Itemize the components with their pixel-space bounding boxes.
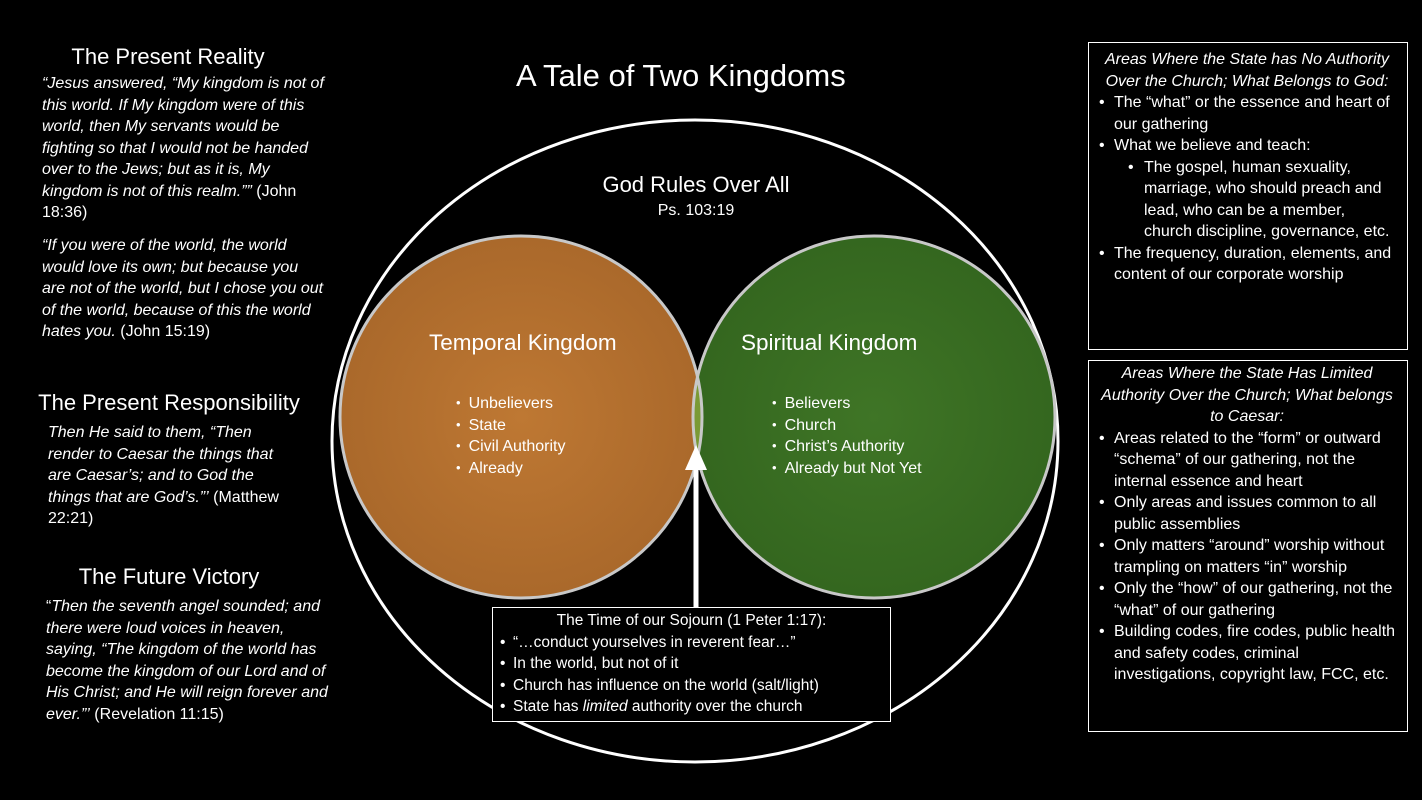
no-authority-title: Areas Where the State has No Authority O… (1105, 51, 1389, 90)
sojourn-item4-post: authority over the church (627, 698, 803, 715)
list-item: What we believe and teach: The gospel, h… (1097, 135, 1397, 243)
quote-reference: (Revelation 11:15) (89, 705, 224, 723)
present-reality-heading: The Present Reality (71, 44, 265, 69)
quote-reference: (Matthew 22:21) (48, 488, 279, 528)
list-item: State has limited authority over the chu… (497, 696, 886, 718)
list-item: Unbelievers (456, 393, 565, 415)
list-item: Civil Authority (456, 436, 566, 458)
present-responsibility-heading: The Present Responsibility (38, 390, 300, 415)
present-responsibility-quote: Then He said to them, “Then render to Ca… (48, 422, 288, 530)
list-item: Building codes, fire codes, public healt… (1097, 621, 1397, 686)
sojourn-item4-emphasis: limited (582, 698, 628, 715)
quote-text: “If you were of the world, the world wou… (42, 237, 324, 340)
present-reality-quote1: “Jesus answered, “My kingdom is not of t… (42, 73, 324, 224)
temporal-kingdom-list: Unbelievers State Civil Authority Alread… (456, 393, 566, 480)
sojourn-arrow-head (685, 445, 707, 470)
list-item: Believers (772, 393, 922, 415)
list-item: Only matters “around” worship without tr… (1097, 535, 1397, 578)
quote-open-mark: “ (46, 598, 52, 615)
page-title: A Tale of Two Kingdoms (516, 58, 846, 93)
limited-authority-box: Areas Where the State Has Limited Author… (1088, 360, 1408, 732)
sojourn-item4-pre: State has (513, 698, 583, 715)
limited-authority-title: Areas Where the State Has Limited Author… (1101, 365, 1393, 425)
quote-text: Then the seventh angel sounded; and ther… (46, 598, 328, 723)
list-item: The frequency, duration, elements, and c… (1097, 243, 1397, 286)
list-item: Church (772, 415, 922, 437)
no-authority-list: The “what” or the essence and heart of o… (1097, 92, 1397, 286)
sub-list: The gospel, human sexuality, marriage, w… (1114, 157, 1397, 243)
god-rules-title: God Rules Over All (602, 172, 790, 197)
sojourn-title: The Time of our Sojourn (1 Peter 1:17): (556, 612, 827, 629)
list-item: In the world, but not of it (497, 653, 886, 675)
list-item: The “what” or the essence and heart of o… (1097, 92, 1397, 135)
list-item: Already (456, 458, 565, 480)
spiritual-kingdom-outline (691, 234, 1057, 600)
list-item-text: What we believe and teach: (1114, 137, 1311, 154)
list-item: Only areas and issues common to all publ… (1097, 492, 1397, 535)
future-victory-heading: The Future Victory (78, 564, 260, 589)
present-reality-quote2: “If you were of the world, the world wou… (42, 235, 324, 343)
temporal-kingdom-outline (338, 234, 704, 600)
god-rules-label: God Rules Over All Ps. 103:19 (560, 172, 832, 220)
spiritual-kingdom-title: Spiritual Kingdom (741, 330, 918, 355)
sojourn-list: “…conduct yourselves in reverent fear…” … (497, 632, 886, 718)
quote-text: “Jesus answered, “My kingdom is not of t… (42, 75, 324, 200)
future-victory-quote: “Then the seventh angel sounded; and the… (46, 596, 328, 725)
list-item: Already but Not Yet (772, 458, 922, 480)
list-item: Christ’s Authority (772, 436, 922, 458)
no-authority-box: Areas Where the State has No Authority O… (1088, 42, 1408, 350)
quote-reference: (John 18:36) (42, 182, 297, 222)
god-rules-reference: Ps. 103:19 (657, 202, 735, 219)
list-item: Church has influence on the world (salt/… (497, 675, 886, 697)
temporal-kingdom-title: Temporal Kingdom (429, 330, 617, 355)
quote-reference: (John 15:19) (115, 323, 211, 340)
sojourn-box: The Time of our Sojourn (1 Peter 1:17): … (492, 607, 891, 722)
god-rules-outer-circle (330, 118, 1060, 764)
list-item: Areas related to the “form” or outward “… (1097, 428, 1397, 493)
limited-authority-list: Areas related to the “form” or outward “… (1097, 428, 1397, 686)
list-item: State (456, 415, 565, 437)
quote-text: Then He said to them, “Then render to Ca… (48, 424, 274, 506)
list-item: “…conduct yourselves in reverent fear…” (497, 632, 886, 654)
spiritual-kingdom-list: Believers Church Christ’s Authority Alre… (772, 393, 922, 479)
list-item: Only the “how” of our gathering, not the… (1097, 578, 1397, 621)
sub-list-item: The gospel, human sexuality, marriage, w… (1114, 157, 1397, 243)
